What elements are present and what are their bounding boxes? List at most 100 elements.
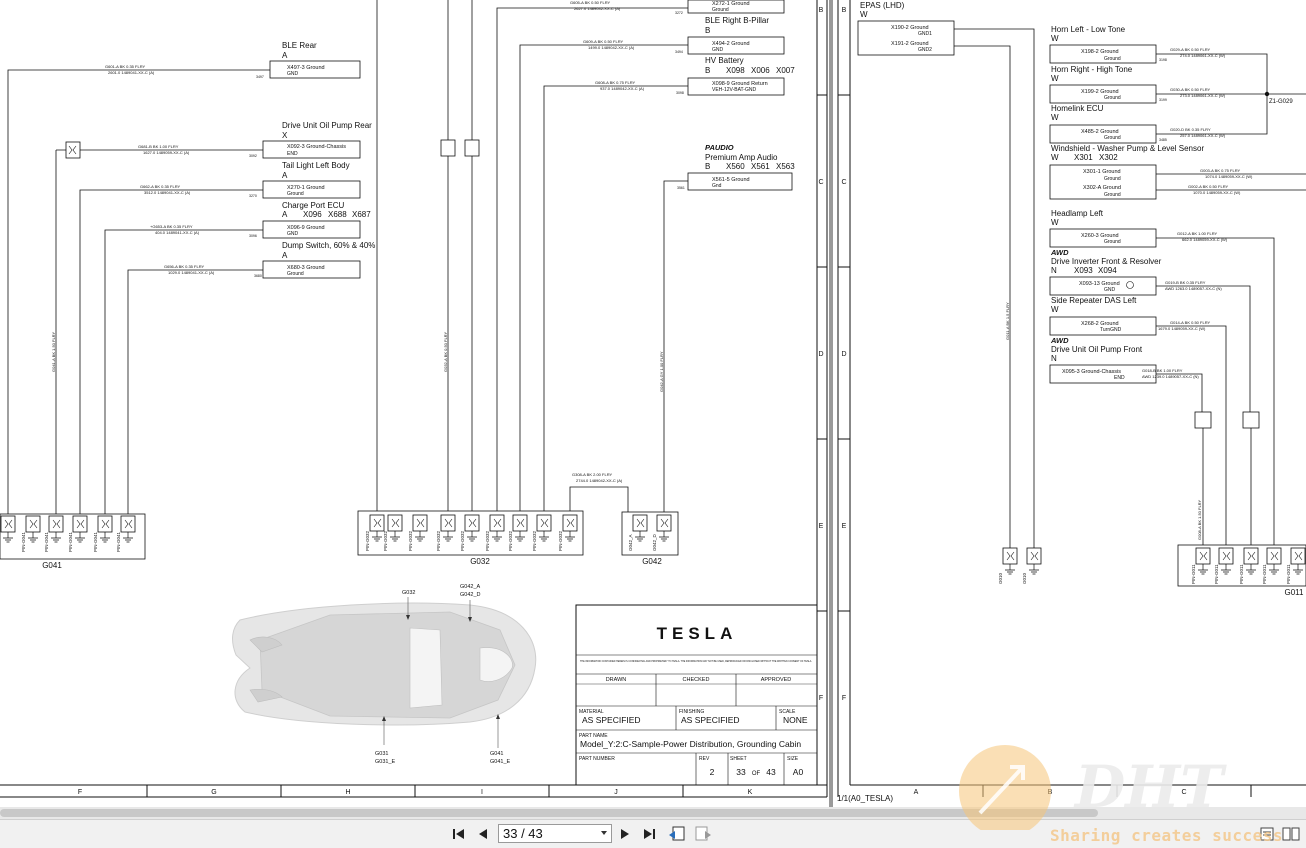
part-name-value: Model_Y:2:C-Sample-Power Distribution, G… xyxy=(580,739,801,749)
component-loc: W xyxy=(1051,113,1059,122)
ruler-letter: E xyxy=(842,523,847,530)
pin-label: TurnGND xyxy=(1100,327,1122,333)
ruler-letter: C xyxy=(841,179,846,186)
connector-label: X093-13 Ground xyxy=(1079,281,1120,287)
ground-pin: PIN-G032 xyxy=(532,514,552,551)
ground-pin: PIN-G041 xyxy=(21,515,41,552)
ground-pin-label: PIN-G041 xyxy=(93,531,98,552)
ground-pin: PIN-G032 xyxy=(508,514,528,551)
scale-value: NONE xyxy=(783,715,808,725)
ground-pin-label: PIN-G041 xyxy=(68,531,73,552)
title-block: TESLA THE INFORMATION CONTAINED HEREIN I… xyxy=(575,604,818,786)
page-selector[interactable]: 33 / 43 xyxy=(498,824,612,843)
connector-box xyxy=(687,172,793,191)
page-indicator: 33 / 43 xyxy=(503,826,543,841)
ruler-letter: G xyxy=(211,789,216,796)
finishing-label: FINISHING xyxy=(679,709,704,715)
watermark-slogan: Sharing creates success xyxy=(1050,826,1284,845)
connector-box xyxy=(262,260,361,279)
wire-code: 1499.0 1489042-XX-C (A) xyxy=(588,45,635,50)
wire-label: G019-B BK 0.35 FLRY xyxy=(1165,280,1206,285)
previous-page-button[interactable] xyxy=(474,825,492,843)
wire-label: G030-A BK 0.50 FLRY xyxy=(1170,87,1211,92)
connector-box xyxy=(687,0,785,14)
confidentiality-notice: THE INFORMATION CONTAINED HEREIN IS CONF… xyxy=(580,660,812,663)
next-page-button[interactable] xyxy=(616,825,634,843)
component-name: BLE Rear xyxy=(282,41,317,50)
connector-label: X190-2 Ground xyxy=(891,25,929,31)
last-page-button[interactable] xyxy=(640,825,658,843)
pin-label: GND1 xyxy=(918,31,932,37)
variant-code: X561 xyxy=(751,162,770,171)
variant-code: X301 xyxy=(1074,153,1093,162)
ground-pin-label: PIN-G032 xyxy=(408,530,413,551)
connector-label: X494-2 Ground xyxy=(712,41,750,47)
ground-pin-label: PIN-G041 xyxy=(44,531,49,552)
ruler-letter: F xyxy=(819,695,823,702)
forward-view-icon xyxy=(695,826,711,841)
ground-pin-label: PIN-G011 xyxy=(1286,564,1291,584)
last-page-icon xyxy=(644,829,655,839)
ground-pin-label: G010 xyxy=(998,572,1003,584)
connector-label: X561-5 Ground xyxy=(712,177,750,183)
ruler-footer: 1/1(A0_TESLA) xyxy=(837,794,893,803)
option-tag: AWD xyxy=(1050,336,1069,345)
wire-label: G018-B BK 1.00 FLRY xyxy=(1142,368,1183,373)
mid-components: X272-1 Ground Ground G605-A BK 0.50 FLRY… xyxy=(570,0,795,483)
size-label: SIZE xyxy=(787,756,799,762)
ground-pin: PIN-G041 xyxy=(93,515,113,552)
component-name: Windshield - Washer Pump & Level Sensor xyxy=(1051,144,1204,153)
wire-label: G601-A BK 0.35 FLRY xyxy=(105,64,146,69)
ground-pin: G010 xyxy=(1022,547,1042,584)
ground-pin: PIN-G011 xyxy=(1262,547,1282,584)
pin-label: GND xyxy=(287,71,299,77)
connector-label: X092-3 Ground-Chassis xyxy=(287,144,346,150)
ground-pin-label: PIN-G032 xyxy=(436,530,441,551)
component-name: Horn Left - Low Tone xyxy=(1051,25,1126,34)
wire-label: G605-A BK 0.50 FLRY xyxy=(570,0,611,5)
component-name: Charge Port ECU xyxy=(282,201,344,210)
ground-name: G042 xyxy=(642,557,662,566)
option-tag: AWD xyxy=(1050,248,1069,257)
wire-label: G014-A BK 0.50 FLRY xyxy=(1170,320,1211,325)
wire-code: 257.0 1489061-XX-C (W) xyxy=(1180,133,1226,138)
ground-pin-label: PIN-G041 xyxy=(21,531,26,552)
pin-number: 3272 xyxy=(675,11,683,15)
component-loc: B xyxy=(705,66,710,75)
wire-code: 3512.0 1489041-XX-C (A) xyxy=(144,190,191,195)
sheet-value: 33 xyxy=(736,767,746,777)
ground-pin-label: PIN-G032 xyxy=(460,530,465,551)
go-forward-view-button[interactable] xyxy=(694,825,712,843)
pin-label: GND xyxy=(287,231,299,237)
pin-label: Ground xyxy=(287,271,304,277)
ground-pin-label: PIN-G032 xyxy=(508,530,513,551)
first-page-button[interactable] xyxy=(450,825,468,843)
first-page-icon xyxy=(453,829,464,839)
ground-pin: PIN-G041 xyxy=(44,515,64,552)
ground-pin: PIN-G011 xyxy=(1214,547,1234,584)
pin-label: Ground xyxy=(1104,176,1121,182)
ground-pin-label: PIN-G011 xyxy=(1239,564,1244,584)
wire-label: G002-A BK 0.50 FLRY xyxy=(1188,184,1229,189)
variant-code: X006 xyxy=(751,66,770,75)
ground-pin-label: PIN-G041 xyxy=(0,531,1,552)
ruler-letter: B xyxy=(819,7,824,14)
mid-inline-connectors: G032-A BK 0.50 FLRY G042-A GY 1.00 FLRY xyxy=(440,139,664,392)
connector-label: X497-3 Ground xyxy=(287,65,325,71)
connector-label: X485-2 Ground xyxy=(1081,129,1119,135)
ruler-letter: I xyxy=(481,789,483,796)
component-name: BLE Right B-Pillar xyxy=(705,16,769,25)
ruler-letter: D xyxy=(818,351,823,358)
ruler-letter: D xyxy=(841,351,846,358)
ground-pin: PIN-G032 xyxy=(436,514,456,551)
two-page-view-button[interactable] xyxy=(1282,825,1300,843)
locator-label: G042_D xyxy=(460,592,481,598)
go-back-view-button[interactable] xyxy=(668,825,686,843)
material-value: AS SPECIFIED xyxy=(582,715,641,725)
variant-code: X093 xyxy=(1074,266,1093,275)
pin-number: 3494 xyxy=(675,50,683,54)
single-page-view-button[interactable] xyxy=(1258,825,1276,843)
locator-label: G041_E xyxy=(490,759,511,765)
scrollbar-thumb[interactable] xyxy=(0,809,1098,817)
part-number-label: PART NUMBER xyxy=(579,756,615,762)
